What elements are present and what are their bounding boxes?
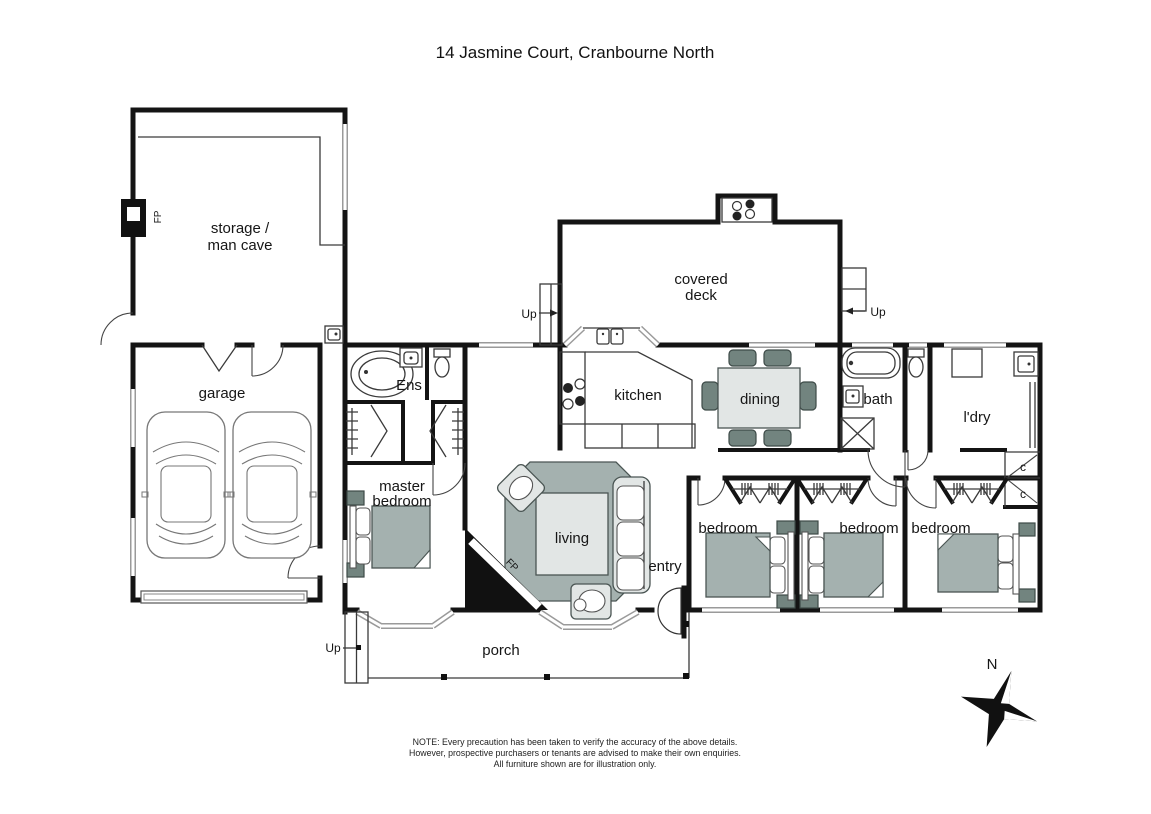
shower-icon — [840, 417, 875, 450]
wardrobe-icon — [795, 477, 869, 505]
room-label-laundry: l'dry — [963, 409, 991, 426]
compass-icon — [960, 670, 1038, 748]
chair-icon — [728, 349, 757, 367]
sink-icon — [1013, 351, 1039, 377]
room-dining — [701, 349, 817, 447]
disclaimer-line-1: NOTE: Every precaution has been taken to… — [413, 737, 738, 747]
chair-icon — [763, 349, 792, 367]
bed-icon — [937, 522, 1036, 603]
windows — [130, 124, 1018, 630]
wardrobe-icon — [723, 477, 797, 505]
marker-up-deck-right: Up — [870, 305, 886, 319]
room-label-dining: dining — [740, 391, 780, 408]
marker-up-deck-left: Up — [521, 307, 537, 321]
car-icon — [141, 411, 231, 559]
room-label-kitchen: kitchen — [614, 387, 662, 404]
bbq-icon — [721, 197, 773, 223]
room-label-garage: garage — [199, 385, 246, 402]
sink-icon — [324, 325, 344, 344]
room-label-storage-2: man cave — [207, 237, 272, 254]
room-bath — [840, 347, 925, 450]
armchair-icon — [496, 463, 546, 513]
marker-fp-storage: FP — [153, 210, 164, 223]
car-icon — [227, 411, 317, 559]
sink-icon — [399, 347, 423, 368]
wardrobe-icon — [346, 404, 464, 458]
chair-icon — [763, 429, 792, 447]
sofa-icon — [612, 476, 651, 594]
room-label-storage-1: storage / — [211, 220, 270, 237]
room-porch — [343, 611, 690, 684]
walls — [130, 107, 1043, 639]
wardrobe-icon — [935, 477, 1009, 505]
cased-opening — [201, 344, 238, 373]
garage-door — [140, 590, 308, 604]
sink-icon — [842, 385, 864, 408]
disclaimer-line-2: However, prospective purchasers or tenan… — [409, 748, 741, 758]
bed-icon — [705, 520, 796, 609]
compass-north-label: N — [987, 656, 998, 673]
chair-icon — [728, 429, 757, 447]
room-covered-deck — [539, 197, 867, 346]
marker-cupboard-2: c — [1020, 487, 1026, 501]
room-ensuite — [346, 347, 464, 458]
marker-cupboard-1: c — [1020, 460, 1026, 474]
room-label-master-2: bedroom — [372, 493, 431, 510]
double-sink-icon — [596, 328, 624, 345]
room-kitchen — [559, 327, 696, 449]
bed-icon — [799, 520, 884, 609]
room-label-living: living — [555, 530, 589, 547]
stove-icon — [562, 378, 586, 410]
room-label-master-1: master — [379, 478, 425, 495]
room-label-deck-1: covered — [674, 271, 727, 288]
room-storage-man-cave — [121, 136, 345, 344]
room-label-porch: porch — [482, 642, 520, 659]
door-swings — [100, 312, 1038, 579]
room-living — [465, 461, 682, 635]
room-laundry — [951, 348, 1040, 507]
armchair-icon — [570, 583, 612, 620]
dining-table-icon — [717, 367, 801, 429]
room-label-bedroom3: bedroom — [911, 520, 970, 537]
room-label-ensuite: Ens — [396, 377, 422, 394]
chair-icon — [701, 381, 719, 411]
marker-up-porch: Up — [325, 641, 341, 655]
deck-steps-left — [539, 283, 563, 346]
room-bedroom-2 — [799, 520, 884, 609]
rug-center — [535, 492, 609, 576]
room-master-bedroom — [346, 490, 431, 578]
bed-icon — [346, 490, 431, 578]
bedroom-wardrobes — [723, 477, 1009, 505]
page-title: 14 Jasmine Court, Cranbourne North — [436, 43, 715, 62]
bathtub-icon — [350, 350, 414, 398]
shelves — [1029, 382, 1036, 448]
corner-fireplace-icon — [465, 528, 548, 610]
room-bedroom-3 — [937, 522, 1036, 603]
room-garage — [140, 344, 317, 604]
room-label-entry: entry — [648, 558, 682, 575]
room-label-deck-2: deck — [685, 287, 717, 304]
fireplace-icon — [121, 199, 146, 237]
room-label-bath: bath — [863, 391, 892, 408]
deck-steps-right — [841, 267, 867, 315]
toilet-icon — [433, 348, 451, 378]
room-bedroom-1 — [705, 520, 796, 609]
bathtub-icon — [841, 347, 901, 379]
bench-icon — [951, 348, 983, 378]
room-label-bedroom2: bedroom — [839, 520, 898, 537]
chair-icon — [799, 381, 817, 411]
disclaimer-line-3: All furniture shown are for illustration… — [494, 759, 657, 769]
front-door — [657, 587, 682, 635]
room-label-bedroom1: bedroom — [698, 520, 757, 537]
toilet-icon — [907, 348, 925, 378]
labels: 14 Jasmine Court, Cranbourne North stora… — [153, 43, 1026, 769]
